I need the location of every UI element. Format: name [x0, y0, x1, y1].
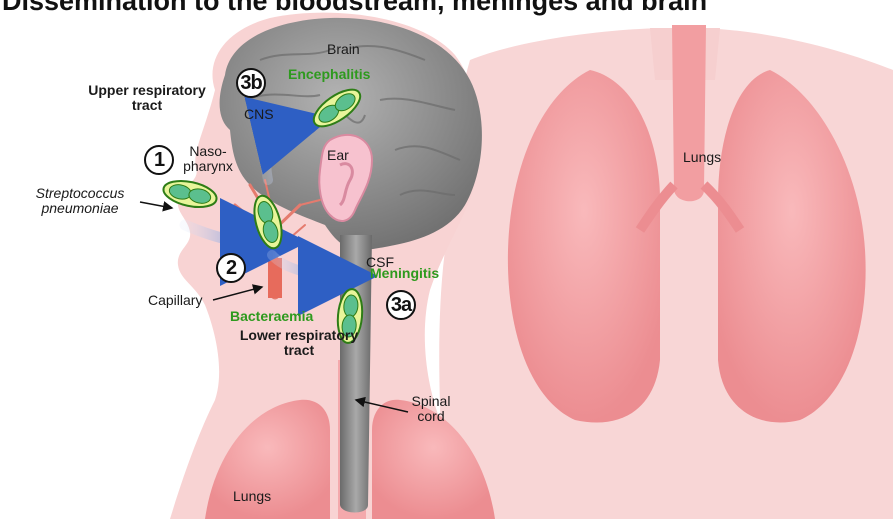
- step-badge-label: 3a: [391, 294, 411, 317]
- cns-label: CNS: [244, 107, 274, 122]
- encephalitis-label: Encephalitis: [288, 67, 370, 82]
- organism-label: Streptococcus pneumoniae: [18, 186, 142, 215]
- brain-label: Brain: [327, 42, 360, 57]
- bacteraemia-label: Bacteraemia: [230, 309, 313, 324]
- upper-respiratory-label: Upper respiratory tract: [88, 83, 206, 112]
- step-badge-2: 2: [216, 253, 246, 283]
- step-badge-label: 2: [226, 257, 236, 280]
- lungs-right-label: Lungs: [683, 150, 721, 165]
- ear-label: Ear: [327, 148, 349, 163]
- capillary-label: Capillary: [148, 293, 202, 308]
- meningitis-label: Meningitis: [370, 266, 439, 281]
- page-title: Dissemination to the bloodstream, mening…: [2, 0, 707, 17]
- step-badge-1: 1: [144, 145, 174, 175]
- lungs-bottom-label: Lungs: [233, 489, 271, 504]
- step-badge-3b: 3b: [236, 68, 266, 98]
- spinal-cord-label: Spinal cord: [404, 394, 458, 423]
- step-badge-label: 1: [154, 149, 164, 172]
- nasopharynx-label: Naso-pharynx: [180, 144, 236, 173]
- lower-respiratory-label: Lower respiratory tract: [237, 328, 361, 357]
- step-badge-label: 3b: [240, 72, 261, 95]
- step-badge-3a: 3a: [386, 290, 416, 320]
